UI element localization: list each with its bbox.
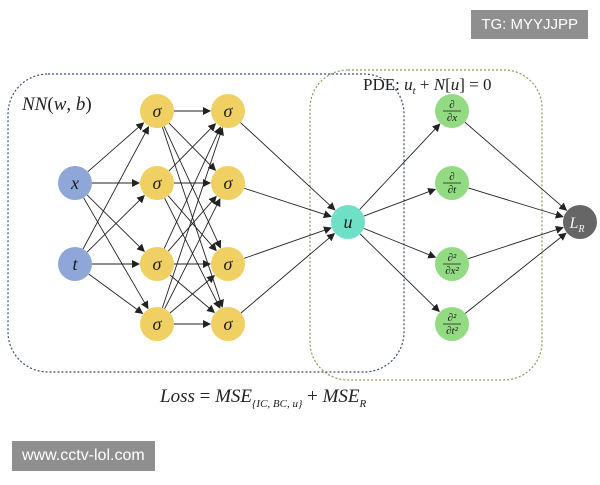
edge-input-hidden1 <box>82 125 149 250</box>
edge-hidden1-hidden2 <box>163 126 222 249</box>
hidden-node <box>140 307 174 341</box>
edge-hidden2-output <box>240 122 336 211</box>
output-node-label: u <box>344 212 353 232</box>
edge-hidden1-hidden2 <box>164 198 221 310</box>
edge-hidden1-hidden2 <box>167 195 217 252</box>
edge-input-hidden1 <box>88 273 144 314</box>
hidden-node-label: σ <box>153 101 163 121</box>
edge-derivative-residual <box>465 232 567 314</box>
edge-derivative-residual <box>468 187 564 219</box>
edge-output-derivative <box>363 227 437 259</box>
residual-node-label: LR <box>568 215 584 235</box>
input-node <box>58 247 92 281</box>
edge-derivative-residual <box>464 121 568 211</box>
edge-derivative-residual <box>468 225 564 260</box>
edge-output-derivative <box>363 188 437 217</box>
edge-hidden1-hidden2 <box>167 195 217 252</box>
nodes: x t σ σ σ σ σ σ σ σ u ∂∂x ∂∂t ∂²∂x² ∂²∂t² LR <box>58 94 597 341</box>
hidden-node <box>211 94 245 128</box>
hidden-node-label: σ <box>153 173 163 193</box>
connections <box>82 107 568 328</box>
derivative-node-label: ∂²∂x² <box>445 252 459 277</box>
loss-label: Loss = MSE{IC, BC, u} + MSER <box>159 386 367 410</box>
hidden-node-label: σ <box>224 254 234 274</box>
edge-output-derivative <box>359 233 440 313</box>
edge-hidden1-hidden2 <box>169 274 216 314</box>
hidden-node <box>140 247 174 281</box>
input-node <box>58 166 92 200</box>
hidden-node-label: σ <box>224 101 234 121</box>
hidden-node <box>140 94 174 128</box>
hidden-node <box>211 247 245 281</box>
hidden-node-label: σ <box>153 254 163 274</box>
input-node-label: t <box>72 254 78 274</box>
derivative-node-label: ∂∂t <box>448 171 457 196</box>
hidden-node <box>140 166 174 200</box>
nn-label: NN(w, b) <box>21 94 92 115</box>
edge-hidden1-hidden2 <box>161 127 224 309</box>
watermark-badge-top: TG: MYYJJPP <box>471 10 588 39</box>
edge-input-hidden1 <box>83 197 149 310</box>
residual-node <box>563 205 597 239</box>
edge-hidden2-output <box>240 233 336 314</box>
edge-output-derivative <box>359 123 441 210</box>
edge-hidden1-hidden2 <box>169 274 216 314</box>
output-node <box>331 205 365 239</box>
edge-hidden2-output <box>244 187 332 219</box>
input-node-label: x <box>70 173 79 193</box>
pde-box <box>309 69 543 381</box>
pde-label: PDE: ut + N[u] = 0 <box>363 75 492 97</box>
watermark-badge-url: www.cctv-lol.com <box>12 441 155 471</box>
edge-hidden2-output <box>243 226 332 259</box>
hidden-node-label: σ <box>224 314 234 334</box>
hidden-node-label: σ <box>224 173 234 193</box>
edge-input-hidden1 <box>87 122 145 173</box>
derivative-node-label: ∂²∂t² <box>446 312 458 337</box>
edge-hidden1-hidden2 <box>168 122 217 171</box>
nn-box <box>7 73 405 373</box>
edge-hidden1-hidden2 <box>168 123 217 172</box>
hidden-node <box>211 166 245 200</box>
derivative-node-label: ∂∂x <box>447 99 457 124</box>
hidden-node-label: σ <box>153 314 163 334</box>
edge-input-hidden1 <box>86 194 145 253</box>
edge-input-hidden1 <box>86 194 145 253</box>
hidden-node <box>211 307 245 341</box>
